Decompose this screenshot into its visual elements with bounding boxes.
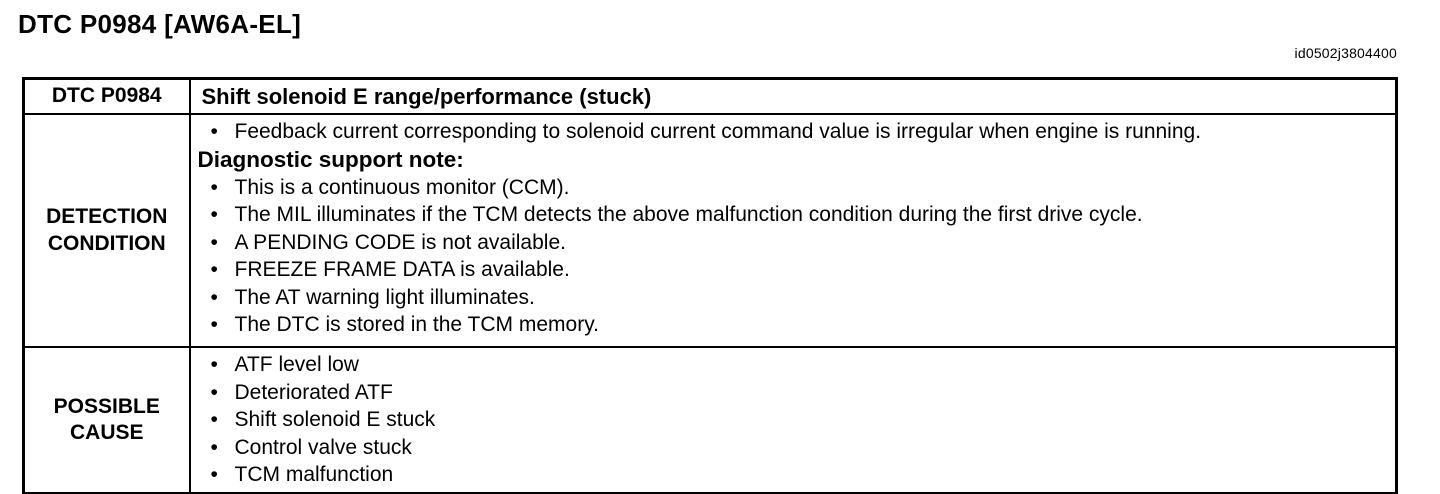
detection-label-cell: DETECTION CONDITION	[22, 113, 191, 348]
bullet-item: The AT warning light illuminates.	[193, 284, 1388, 312]
bullet-item: ATF level low	[193, 351, 1388, 379]
bullet-item: FREEZE FRAME DATA is available.	[193, 256, 1388, 284]
possible-cause-label-cell: POSSIBLE CAUSE	[22, 346, 191, 494]
detection-note-list: This is a continuous monitor (CCM). The …	[193, 174, 1388, 339]
detection-intro-list: Feedback current corresponding to soleno…	[193, 118, 1388, 146]
dtc-code-cell: DTC P0984	[22, 77, 191, 115]
dtc-description-cell: Shift solenoid E range/performance (stuc…	[188, 77, 1398, 115]
bullet-item: Control valve stuck	[193, 434, 1388, 462]
bullet-item: The DTC is stored in the TCM memory.	[193, 311, 1388, 339]
bullet-item: Feedback current corresponding to soleno…	[193, 118, 1388, 146]
detection-condition-row: DETECTION CONDITION Feedback current cor…	[22, 113, 1398, 348]
detection-content-cell: Feedback current corresponding to soleno…	[188, 113, 1398, 348]
bullet-item: Shift solenoid E stuck	[193, 406, 1388, 434]
page-title: DTC P0984 [AW6A-EL]	[18, 9, 302, 39]
bullet-item: A PENDING CODE is not available.	[193, 229, 1388, 257]
possible-cause-row: POSSIBLE CAUSE ATF level low Deteriorate…	[22, 346, 1398, 494]
bullet-item: This is a continuous monitor (CCM).	[193, 174, 1388, 202]
bullet-item: The MIL illuminates if the TCM detects t…	[193, 201, 1388, 229]
bullet-item: Deteriorated ATF	[193, 379, 1388, 407]
dtc-table: DTC P0984 Shift solenoid E range/perform…	[22, 77, 1398, 494]
note-heading: Diagnostic support note:	[197, 146, 464, 172]
table-header-row: DTC P0984 Shift solenoid E range/perform…	[22, 77, 1398, 115]
bullet-item: TCM malfunction	[193, 461, 1388, 489]
possible-cause-list: ATF level low Deteriorated ATF Shift sol…	[193, 351, 1388, 489]
possible-cause-content-cell: ATF level low Deteriorated ATF Shift sol…	[188, 346, 1398, 494]
doc-id: id0502j3804400	[1294, 45, 1397, 61]
